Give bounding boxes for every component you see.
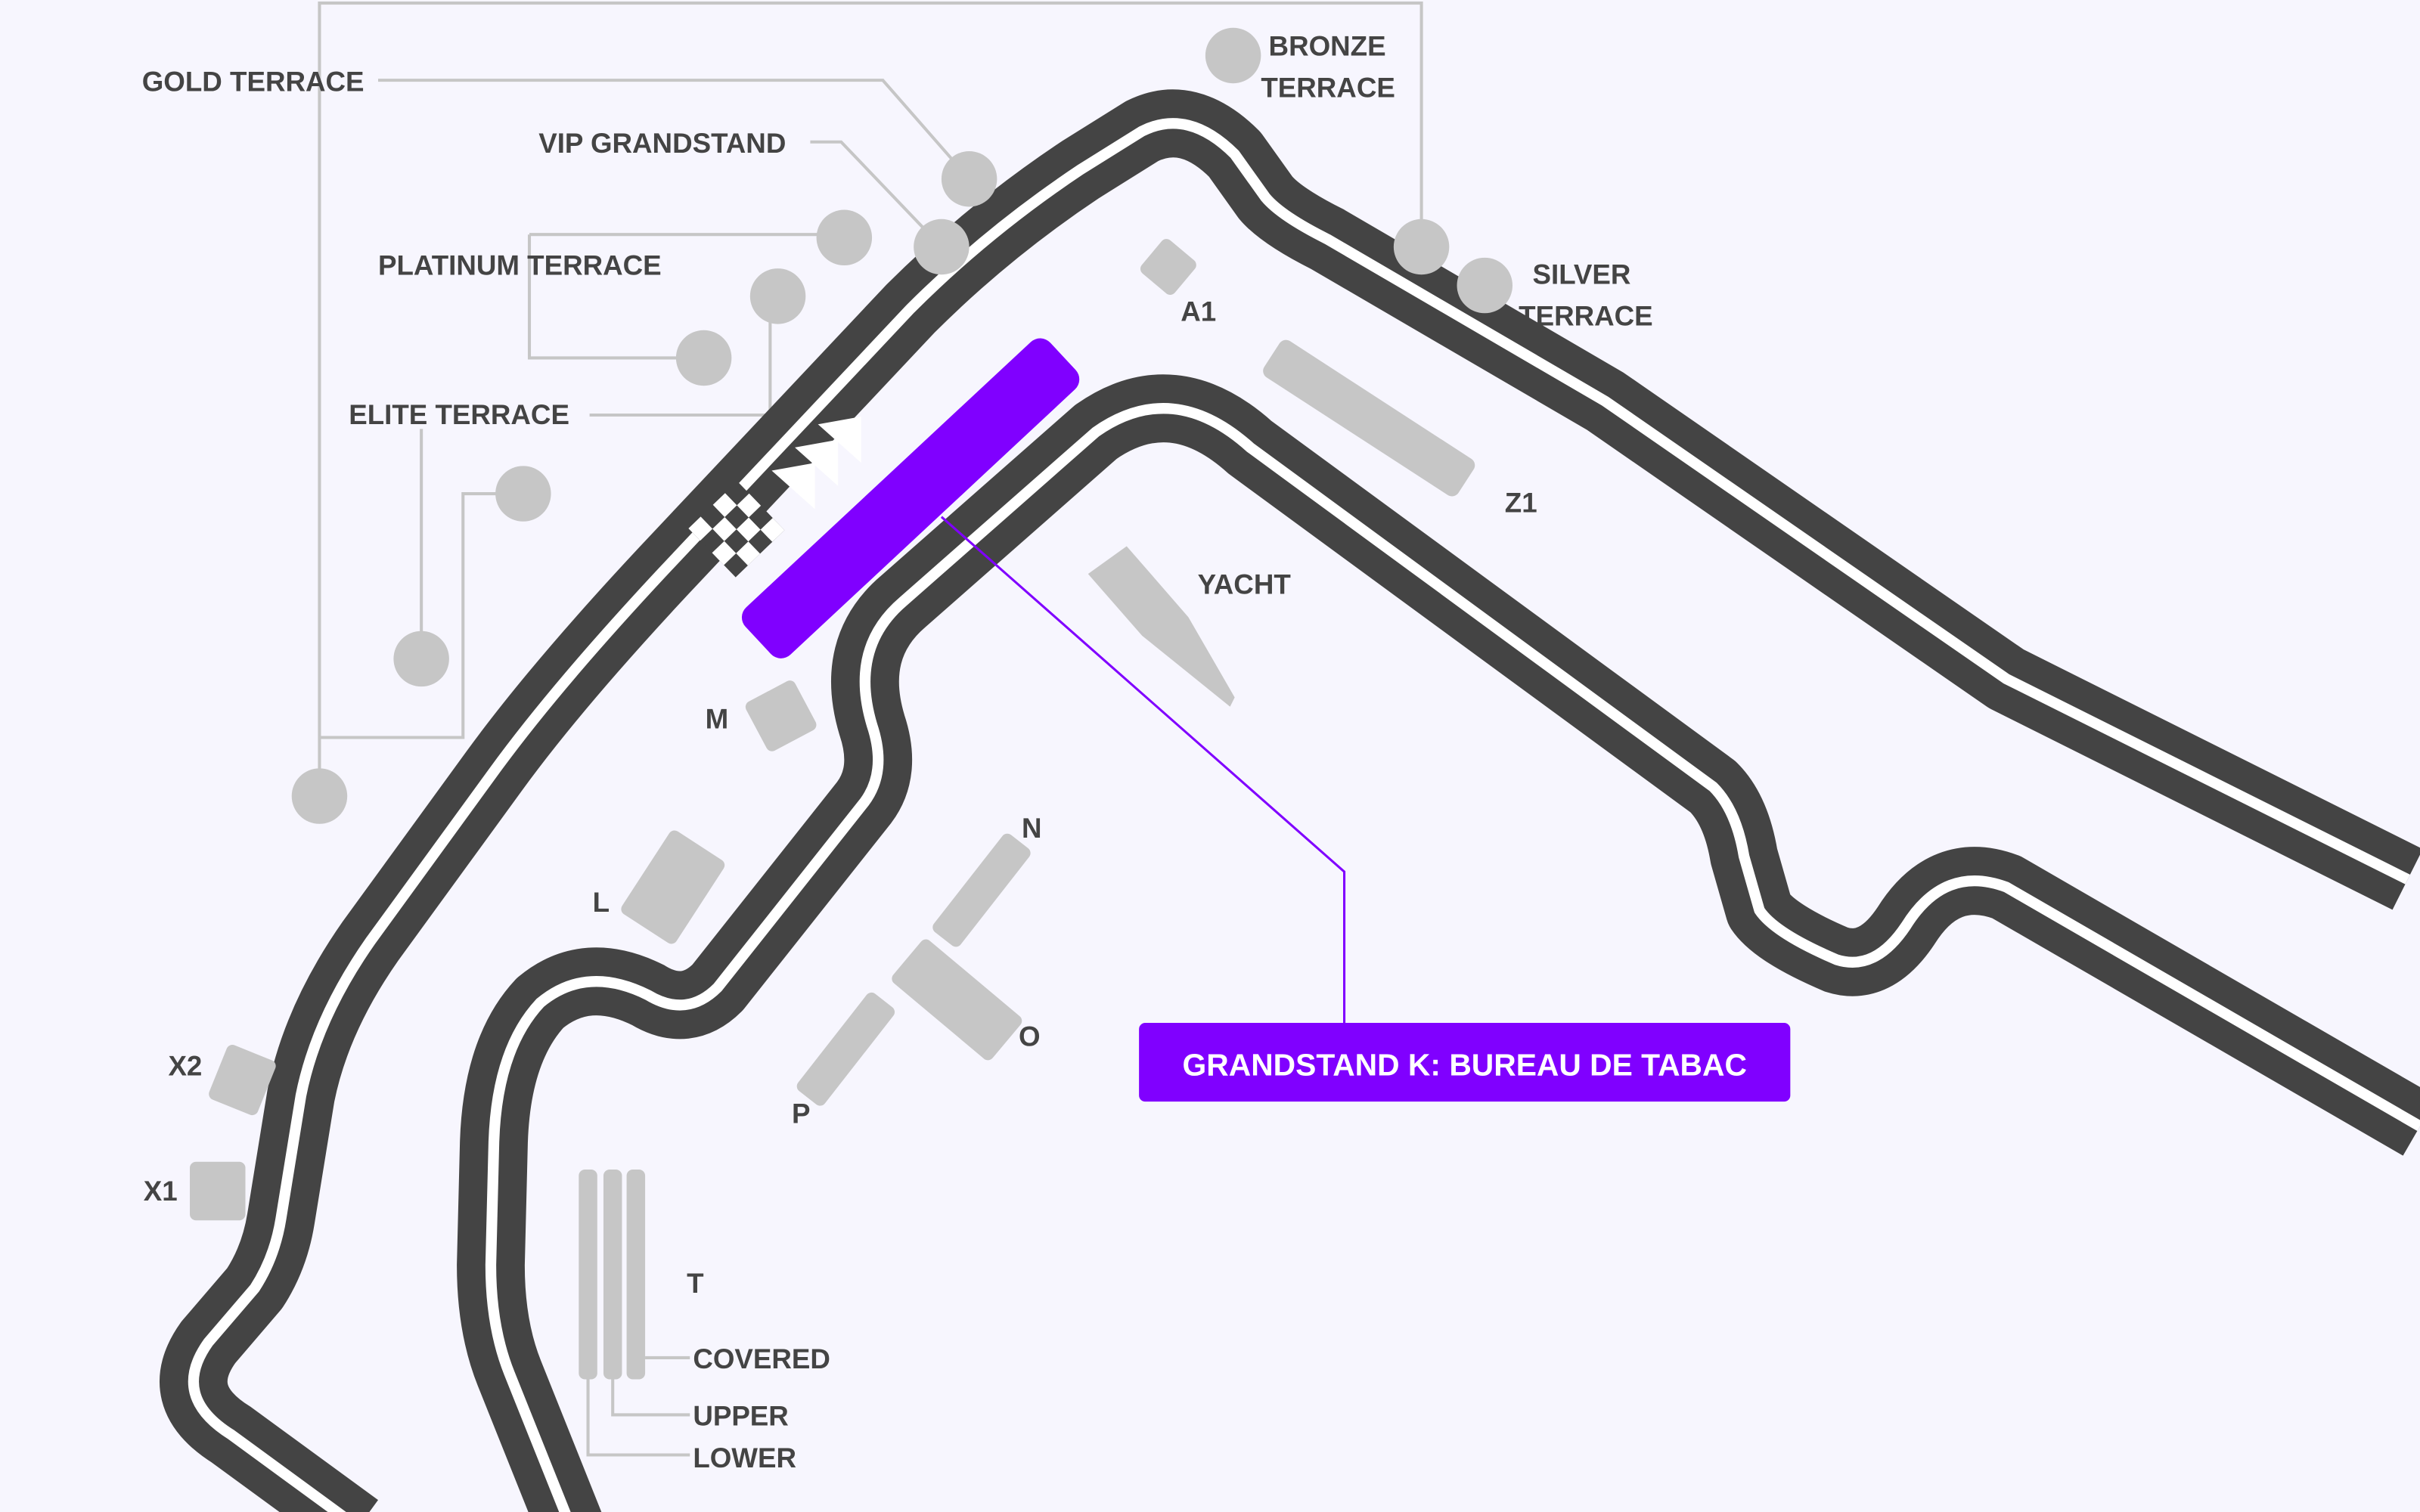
selected-grandstand-text: GRANDSTAND K: BUREAU DE TABAC — [1183, 1047, 1747, 1082]
label-platinum-terrace: PLATINUM TERRACE — [378, 249, 662, 280]
elite-terrace-seat-2[interactable] — [393, 631, 449, 687]
label-vip-grandstand: VIP GRANDSTAND — [538, 128, 786, 159]
label-a1: A1 — [1181, 296, 1216, 327]
selected-grandstand-label[interactable]: GRANDSTAND K: BUREAU DE TABAC — [1139, 1023, 1791, 1102]
terrace-seats — [291, 27, 1512, 824]
bronze-terrace-seat[interactable] — [1205, 27, 1261, 84]
label-n: N — [1022, 813, 1042, 844]
grandstand-o[interactable] — [889, 937, 1025, 1062]
label-upper: UPPER — [693, 1401, 789, 1432]
label-t: T — [687, 1268, 704, 1299]
grandstand-t-covered[interactable] — [626, 1169, 646, 1380]
label-gold-terrace: GOLD TERRACE — [142, 66, 365, 97]
grandstands — [190, 237, 1478, 1380]
label-l: L — [593, 887, 610, 918]
elite-terrace-seat[interactable] — [749, 268, 806, 324]
label-o: O — [1019, 1021, 1041, 1052]
label-z1: Z1 — [1505, 488, 1537, 519]
platinum-terrace-seat-2[interactable] — [675, 330, 732, 386]
direction-chevrons-icon — [771, 417, 861, 510]
grandstand-x1[interactable] — [190, 1161, 246, 1221]
label-silver-terrace-2: TERRACE — [1519, 301, 1652, 332]
label-x1: X1 — [144, 1176, 178, 1207]
grandstand-t-lower[interactable] — [579, 1169, 597, 1380]
grandstand-z1[interactable] — [1260, 337, 1478, 500]
label-m: M — [706, 703, 729, 734]
label-bronze-terrace: BRONZE — [1269, 30, 1386, 61]
grandstand-n[interactable] — [930, 831, 1033, 949]
highlight-leader-line — [940, 516, 1346, 1024]
grandstand-x2[interactable] — [207, 1043, 278, 1117]
start-finish-line — [688, 481, 785, 578]
silver-terrace-seat[interactable] — [1457, 257, 1512, 314]
track-inner — [457, 374, 2420, 1512]
grandstand-l[interactable] — [619, 828, 727, 946]
grandstand-m[interactable] — [743, 678, 818, 753]
label-elite-terrace: ELITE TERRACE — [349, 399, 569, 430]
label-silver-terrace: SILVER — [1533, 259, 1631, 290]
label-bronze-terrace-2: TERRACE — [1261, 73, 1395, 104]
grandstand-k-highlight[interactable] — [736, 333, 1084, 664]
label-yacht: YACHT — [1198, 569, 1292, 600]
label-covered: COVERED — [693, 1343, 830, 1374]
map-labels: GOLD TERRACE VIP GRANDSTAND PLATINUM TER… — [142, 30, 1653, 1473]
label-x2: X2 — [168, 1050, 202, 1081]
grandstand-p[interactable] — [794, 990, 897, 1108]
label-p: P — [792, 1098, 811, 1129]
track-outer — [160, 89, 2420, 1512]
gold-terrace-seat-3[interactable] — [291, 768, 348, 824]
leader-lines — [318, 2, 1423, 1457]
grandstand-t-upper[interactable] — [603, 1169, 622, 1380]
platinum-terrace-seat[interactable] — [816, 209, 873, 266]
gold-terrace-seat[interactable] — [941, 151, 997, 207]
vip-grandstand-seat[interactable] — [914, 218, 970, 275]
grandstand-yacht[interactable] — [1087, 546, 1235, 707]
gold-terrace-seat-2[interactable] — [495, 466, 551, 522]
bronze-terrace-seat-2[interactable] — [1393, 218, 1450, 275]
label-lower: LOWER — [693, 1442, 796, 1473]
grandstand-a1[interactable] — [1138, 237, 1199, 298]
